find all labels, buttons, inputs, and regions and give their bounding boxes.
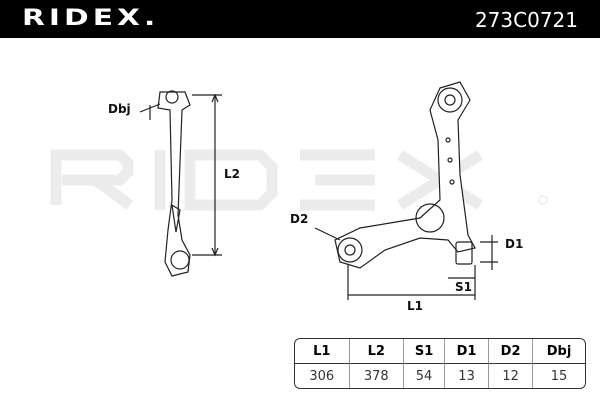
value-cell: 54 — [404, 364, 446, 388]
l1-label: L1 — [407, 299, 423, 313]
watermark-letter-r — [50, 149, 134, 210]
value-cell: 12 — [489, 364, 534, 388]
value-cell: 378 — [350, 364, 405, 388]
header-cell: D2 — [489, 339, 534, 364]
l2-label: L2 — [224, 167, 240, 181]
header-cell: D1 — [445, 339, 490, 364]
header-cell: L1 — [295, 339, 350, 364]
d1-label: D1 — [505, 237, 524, 251]
watermark-letter-e — [300, 149, 375, 211]
table-header-row: L1 L2 S1 D1 D2 Dbj — [295, 339, 585, 364]
value-cell: 15 — [550, 368, 568, 384]
brand-logo: RIDEX. — [22, 6, 160, 31]
header-cell: Dbj — [533, 339, 585, 364]
dimensions-table: L1 L2 S1 D1 D2 Dbj 306 378 54 13 12 15 — [294, 338, 586, 389]
d2-label: D2 — [290, 212, 309, 226]
front-view — [314, 81, 498, 300]
dbj-label: Dbj — [108, 102, 131, 116]
side-view — [139, 90, 222, 277]
value-cell: 13 — [445, 364, 490, 388]
part-number: 273C0721 — [474, 8, 578, 32]
header-cell: S1 — [404, 339, 446, 364]
value-cell: 306 — [295, 364, 350, 388]
table-row: 306 378 54 13 12 15 — [295, 364, 585, 388]
header-cell: L2 — [349, 339, 405, 364]
header-bar: RIDEX. 273C0721 — [0, 0, 600, 38]
watermark-letter-d — [184, 149, 278, 211]
s1-label: S1 — [455, 280, 472, 294]
watermark-registered-mark — [538, 195, 548, 205]
